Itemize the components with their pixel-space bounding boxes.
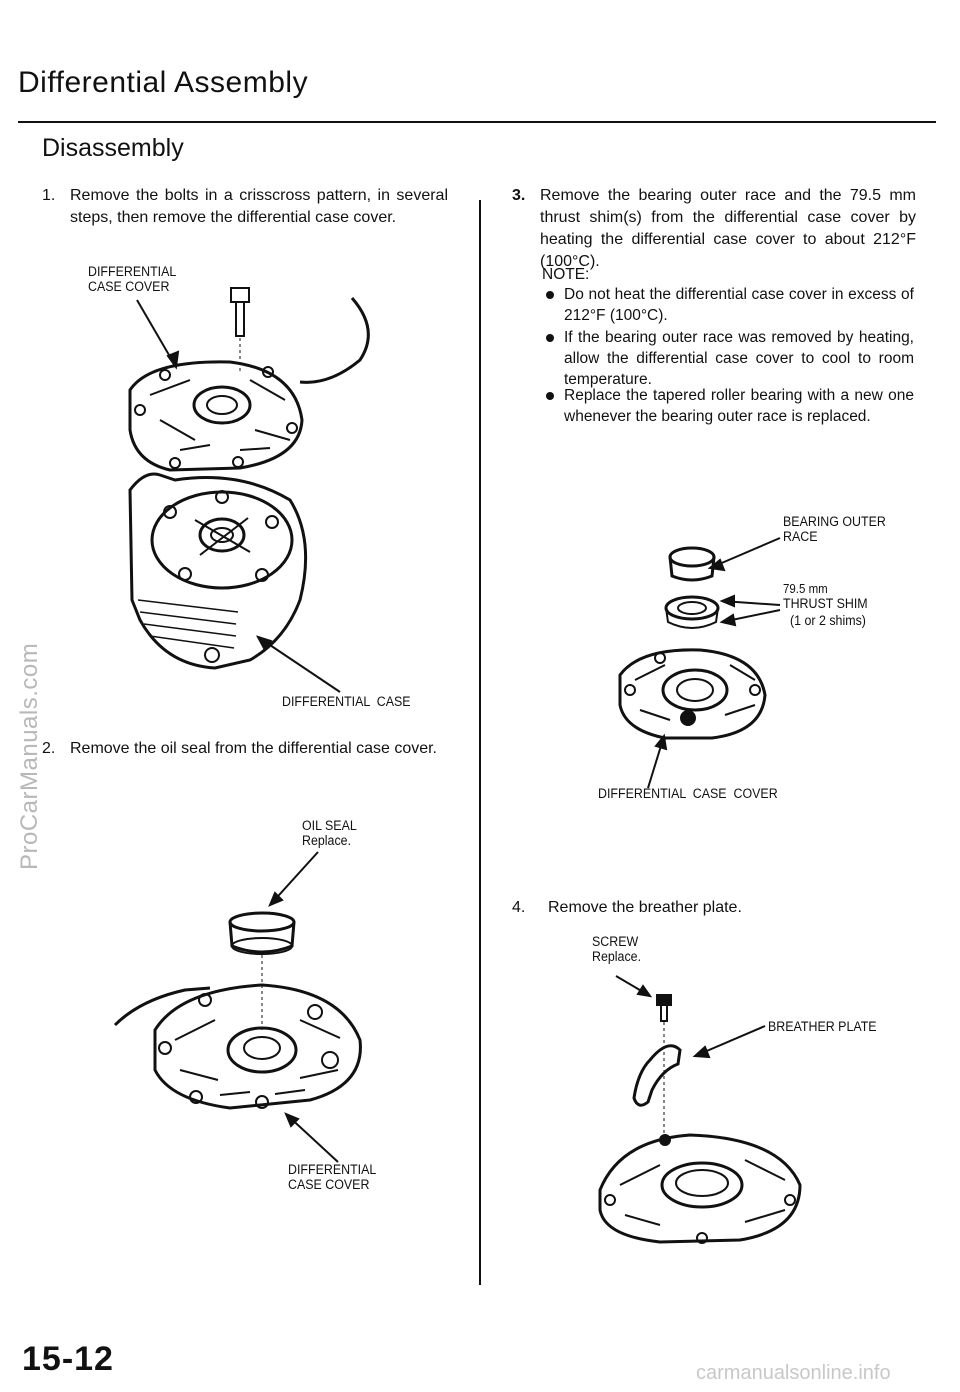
note-bullet-2 [546, 334, 554, 342]
step-3: 3. Remove the bearing outer race and the… [512, 185, 916, 270]
label-differential-case-cover-2: DIFFERENTIAL CASE COVER [288, 1162, 377, 1192]
step-4: 4. Remove the breather plate. [512, 897, 916, 921]
label-breather-plate: BREATHER PLATE [768, 1019, 877, 1034]
figure-3-diagram [618, 537, 781, 789]
footer-watermark: carmanualsonline.info [696, 1362, 891, 1384]
figure-1-diagram [128, 287, 370, 693]
label-oil-seal: OIL SEAL Replace. [302, 818, 357, 848]
step-3-number: 3. [512, 187, 526, 204]
step-1-number: 1. [42, 187, 56, 204]
page-number: 15-12 [22, 1340, 114, 1378]
note-bullet-1 [546, 291, 554, 299]
section-title: Disassembly [42, 134, 184, 162]
step-1-text: Remove the bolts in a crisscross pattern… [70, 187, 448, 226]
figure-2-diagram [113, 851, 362, 1163]
figure-4-diagram [598, 975, 802, 1244]
label-bearing-outer-race: BEARING OUTER RACE [783, 514, 886, 544]
label-differential-case-cover-3: DIFFERENTIAL CASE COVER [598, 786, 778, 801]
step-4-text: Remove the breather plate. [548, 899, 742, 916]
column-divider [479, 200, 481, 1285]
step-3-text: Remove the bearing outer race and the 79… [540, 187, 916, 270]
note-bullet-3 [546, 392, 554, 400]
step-2-text: Remove the oil seal from the differentia… [70, 740, 437, 757]
label-thrust-shim: THRUST SHIM [783, 596, 868, 611]
title-rule [18, 121, 936, 123]
label-shim-quantity: (1 or 2 shims) [790, 613, 866, 628]
label-screw: SCREW Replace. [592, 934, 642, 964]
label-shim-size: 79.5 mm [783, 582, 828, 596]
note-heading: NOTE: [542, 266, 590, 283]
step-2-number: 2. [42, 740, 56, 757]
label-differential-case: DIFFERENTIAL CASE [282, 694, 411, 709]
step-2: 2. Remove the oil seal from the differen… [42, 738, 452, 762]
note-item-3: Replace the tapered roller bearing with … [564, 387, 914, 425]
step-1: 1. Remove the bolts in a crisscross patt… [42, 185, 448, 235]
label-differential-case-cover-1: DIFFERENTIAL CASE COVER [88, 264, 177, 294]
note-item-2: If the bearing outer race was removed by… [564, 329, 914, 388]
note-item-1: Do not heat the differential case cover … [564, 286, 914, 324]
watermark-procarmanuals: ProCarManuals.com [16, 642, 43, 870]
step-4-number: 4. [512, 899, 526, 916]
page-title: Differential Assembly [18, 66, 309, 99]
